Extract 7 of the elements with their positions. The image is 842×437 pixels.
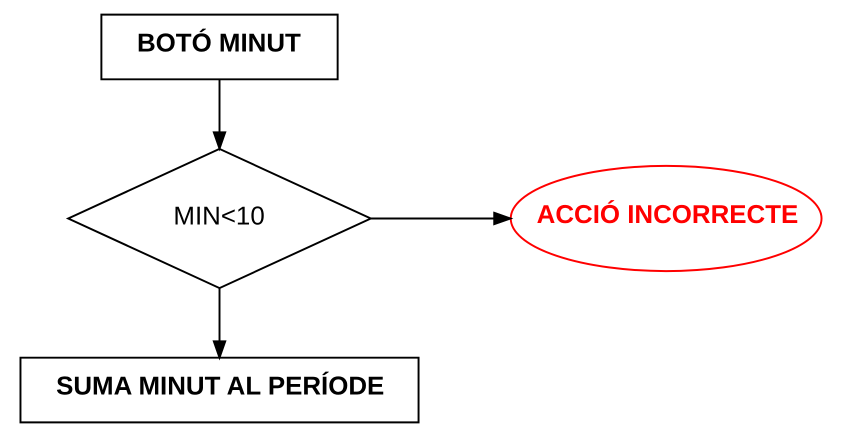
node-diamond: MIN<10	[66, 148, 374, 290]
arrow	[370, 211, 514, 226]
node-ellipse: ACCIÓ INCORRECTE	[510, 164, 823, 272]
node-box: SUMA MINUT AL PERÍODE	[20, 356, 420, 424]
arrow	[212, 79, 227, 152]
node-box: BOTÓ MINUT	[100, 14, 339, 80]
arrow	[212, 288, 227, 360]
